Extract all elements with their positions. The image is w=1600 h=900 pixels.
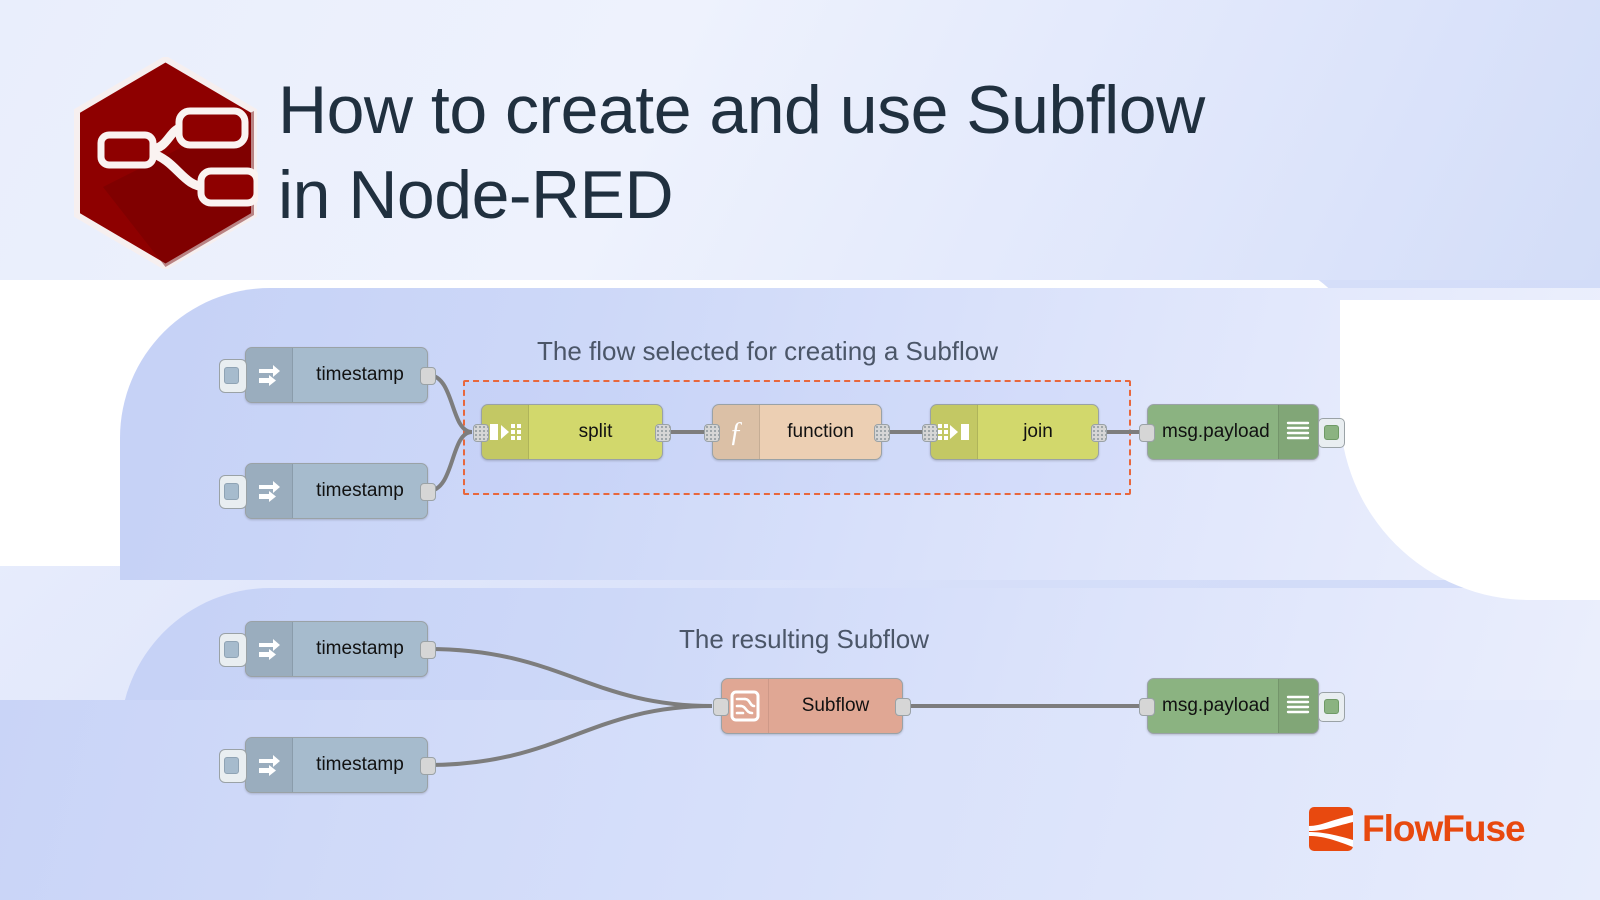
inject-arrow-icon	[246, 348, 293, 402]
node-red-logo-icon	[74, 57, 258, 269]
inject-trigger-button[interactable]	[219, 633, 247, 667]
node-inject-timestamp-3[interactable]: timestamp	[219, 621, 436, 677]
node-subflow[interactable]: Subflow	[713, 678, 911, 734]
node-output-port[interactable]	[420, 641, 436, 659]
node-inject-timestamp-4[interactable]: timestamp	[219, 737, 436, 793]
node-function[interactable]: ƒ function	[704, 404, 890, 460]
node-debug-msg-payload-2[interactable]: msg.payload	[1139, 678, 1345, 734]
node-label: timestamp	[316, 754, 404, 775]
function-f-icon: ƒ	[713, 405, 760, 459]
debug-lines-icon	[1277, 679, 1318, 733]
page-title-line-2: in Node-RED	[278, 157, 674, 233]
node-output-port[interactable]	[420, 483, 436, 501]
annotation-top-flow: The flow selected for creating a Subflow	[537, 336, 999, 366]
node-label: timestamp	[316, 638, 404, 659]
debug-lines-icon	[1277, 405, 1318, 459]
node-debug-msg-payload-1[interactable]: msg.payload	[1139, 404, 1345, 460]
flowfuse-wordmark: FlowFuse	[1362, 808, 1526, 849]
subflow-icon	[722, 679, 769, 733]
inject-trigger-button[interactable]	[219, 359, 247, 393]
join-icon	[931, 405, 978, 459]
flowfuse-mark-icon	[1309, 807, 1353, 851]
node-label: split	[578, 421, 613, 442]
node-output-port[interactable]	[420, 757, 436, 775]
background-header-fade	[0, 0, 1600, 280]
node-label: msg.payload	[1162, 695, 1270, 716]
node-output-port[interactable]	[1091, 424, 1107, 442]
node-label: function	[787, 421, 854, 442]
debug-enable-button[interactable]	[1318, 418, 1345, 448]
inject-arrow-icon	[246, 738, 293, 792]
debug-enable-button[interactable]	[1318, 692, 1345, 722]
header: How to create and use Subflow in Node-RE…	[0, 0, 1600, 280]
inject-trigger-button[interactable]	[219, 475, 247, 509]
node-input-port[interactable]	[704, 424, 720, 442]
node-label: msg.payload	[1162, 421, 1270, 442]
node-join[interactable]: join	[922, 404, 1107, 460]
node-label: Subflow	[801, 695, 870, 716]
node-label: join	[1023, 421, 1053, 442]
node-inject-timestamp-1[interactable]: timestamp	[219, 347, 436, 403]
node-label: timestamp	[316, 480, 404, 501]
svg-text:ƒ: ƒ	[729, 417, 743, 448]
node-split[interactable]: split	[473, 404, 671, 460]
node-input-port[interactable]	[473, 424, 489, 442]
node-input-port[interactable]	[713, 698, 729, 716]
inject-trigger-button[interactable]	[219, 749, 247, 783]
inject-arrow-icon	[246, 464, 293, 518]
node-label: timestamp	[316, 364, 404, 385]
inject-arrow-icon	[246, 622, 293, 676]
annotation-bottom-flow: The resulting Subflow	[679, 624, 930, 654]
node-input-port[interactable]	[922, 424, 938, 442]
node-output-port[interactable]	[655, 424, 671, 442]
flowfuse-logo: FlowFuse	[1309, 806, 1534, 852]
node-output-port[interactable]	[874, 424, 890, 442]
node-output-port[interactable]	[895, 698, 911, 716]
page-title-line-1: How to create and use Subflow	[278, 72, 1205, 148]
node-input-port[interactable]	[1139, 698, 1155, 716]
node-output-port[interactable]	[420, 367, 436, 385]
page-title: How to create and use Subflow in Node-RE…	[278, 68, 1428, 238]
node-input-port[interactable]	[1139, 424, 1155, 442]
split-icon	[482, 405, 529, 459]
node-inject-timestamp-2[interactable]: timestamp	[219, 463, 436, 519]
